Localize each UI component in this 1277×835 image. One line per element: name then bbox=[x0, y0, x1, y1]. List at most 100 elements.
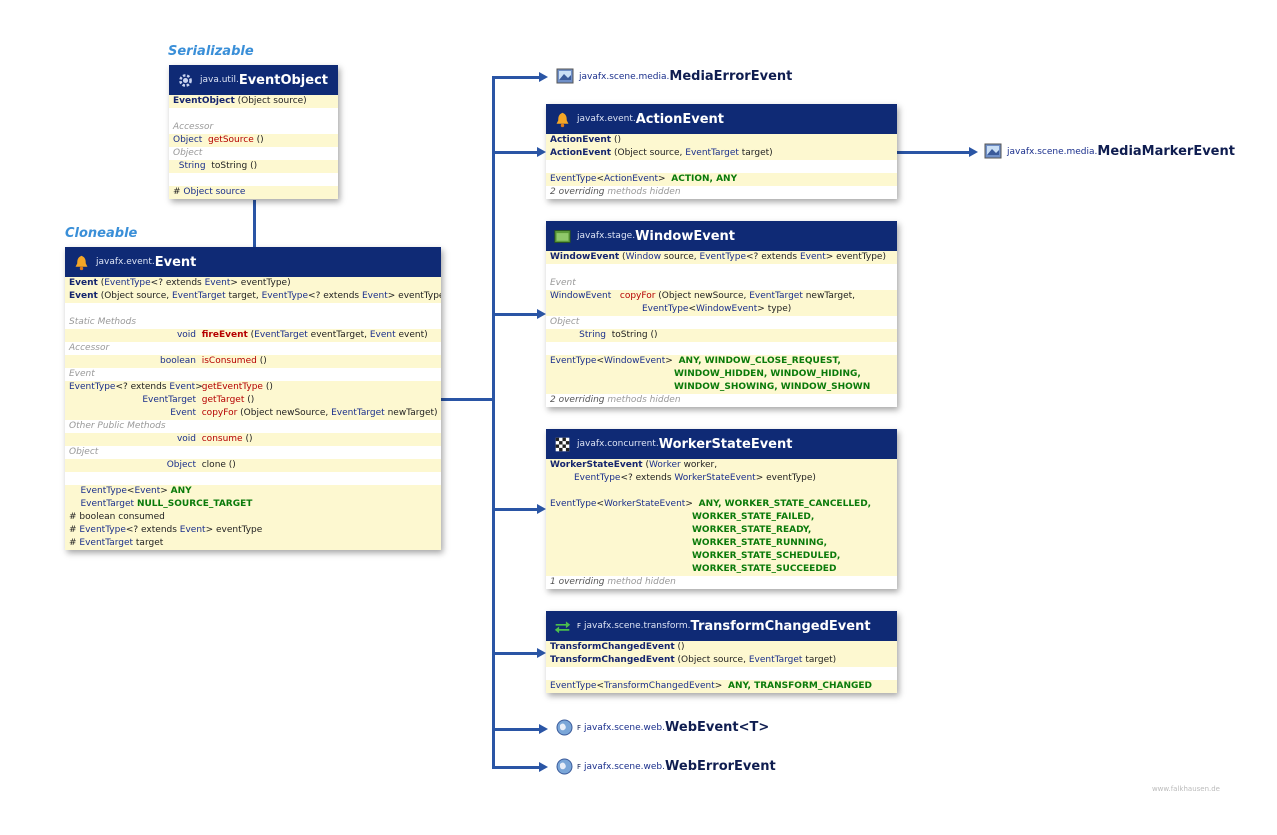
method-row: Object clone () bbox=[65, 459, 441, 472]
arrow-weberror bbox=[539, 762, 548, 772]
window-icon bbox=[554, 229, 571, 243]
section-label: Event bbox=[69, 369, 95, 379]
connector-branch-webevent bbox=[492, 728, 539, 731]
package-name: javafx.concurrent. bbox=[577, 439, 659, 449]
method-row: EventType<? extends Event> getEventType … bbox=[65, 381, 441, 394]
method-row: WindowEvent copyFor (Object newSource, E… bbox=[546, 290, 897, 303]
field-row: # boolean consumed bbox=[65, 511, 441, 524]
method-row: void fireEvent (EventTarget eventTarget,… bbox=[65, 329, 441, 342]
package-name: javafx.stage. bbox=[577, 231, 636, 241]
hidden-note: 1 overriding method hidden bbox=[550, 577, 676, 587]
class-card-windowevent[interactable]: javafx.stage.WindowEvent WindowEvent (Wi… bbox=[546, 221, 897, 407]
section-label: Object bbox=[173, 148, 203, 158]
constructor-row: ActionEvent () bbox=[546, 134, 897, 147]
method-row: Event copyFor (Object newSource, EventTa… bbox=[65, 407, 441, 420]
class-card-actionevent[interactable]: javafx.event.ActionEvent ActionEvent () … bbox=[546, 104, 897, 199]
section-label: Static Methods bbox=[69, 317, 137, 327]
field-row-continued: WORKER_STATE_SUCCEEDED bbox=[546, 563, 897, 576]
class-leaf-mediaerrorevent[interactable]: javafx.scene.media.MediaErrorEvent bbox=[556, 68, 792, 85]
field-row: EventTarget NULL_SOURCE_TARGET bbox=[65, 498, 441, 511]
constructor-row: Event (EventType<? extends Event> eventT… bbox=[65, 277, 441, 290]
footer-credit: www.falkhausen.de bbox=[1151, 785, 1220, 793]
constructor-row: EventObject (Object source) bbox=[169, 95, 338, 108]
bell-icon bbox=[75, 255, 88, 270]
arrow-action bbox=[537, 147, 546, 157]
field-row-continued: WINDOW_HIDDEN, WINDOW_HIDING, bbox=[546, 368, 897, 381]
field-row: # EventTarget target bbox=[65, 537, 441, 550]
arrow-webevent bbox=[539, 724, 548, 734]
package-name: java.util. bbox=[200, 75, 239, 85]
constructor-row: TransformChangedEvent () bbox=[546, 641, 897, 654]
method-row: boolean isConsumed () bbox=[65, 355, 441, 368]
class-name: ActionEvent bbox=[635, 111, 724, 127]
connector-trunk bbox=[492, 76, 495, 768]
section-label: Object bbox=[550, 317, 580, 327]
field-row-continued: WINDOW_SHOWING, WINDOW_SHOWN bbox=[546, 381, 897, 394]
arrow-window bbox=[537, 309, 546, 319]
class-name: EventObject bbox=[238, 72, 329, 88]
package-name: javafx.event. bbox=[577, 114, 636, 124]
class-header: javafx.event.ActionEvent bbox=[546, 104, 897, 134]
connector-event-trunk bbox=[441, 398, 494, 401]
class-card-eventobject[interactable]: java.util.EventObject EventObject (Objec… bbox=[169, 65, 338, 199]
class-leaf-mediamarkerevent[interactable]: javafx.scene.media.MediaMarkerEvent bbox=[984, 143, 1235, 160]
class-name: WorkerStateEvent bbox=[658, 436, 793, 452]
arrow-transform bbox=[537, 648, 546, 658]
swap-arrows-icon bbox=[554, 620, 571, 633]
method-row: EventTarget getTarget () bbox=[65, 394, 441, 407]
field-row-continued: WORKER_STATE_SCHEDULED, bbox=[546, 550, 897, 563]
field-row: # Object source bbox=[169, 186, 338, 199]
method-row-continued: EventType<WindowEvent> type) bbox=[546, 303, 897, 316]
connector-branch-window bbox=[492, 313, 537, 316]
hidden-note: 2 overriding methods hidden bbox=[550, 187, 681, 197]
field-row-continued: WORKER_STATE_RUNNING, bbox=[546, 537, 897, 550]
class-header: javafx.stage.WindowEvent bbox=[546, 221, 897, 251]
constructor-row: WorkerStateEvent (Worker worker, bbox=[546, 459, 897, 472]
class-header: javafx.event.Event bbox=[65, 247, 441, 277]
section-label: Other Public Methods bbox=[69, 421, 166, 431]
checkered-flag-icon bbox=[555, 437, 570, 451]
field-row-continued: WORKER_STATE_READY, bbox=[546, 524, 897, 537]
class-name: TransformChangedEvent bbox=[690, 618, 871, 634]
class-header: javafx.concurrent.WorkerStateEvent bbox=[546, 429, 897, 459]
package-name: javafx.event. bbox=[96, 257, 155, 267]
globe-icon bbox=[556, 719, 573, 736]
section-label: Accessor bbox=[173, 122, 214, 132]
method-row: Object getSource () bbox=[169, 134, 338, 147]
connector-branch-transform bbox=[492, 652, 537, 655]
media-image-icon bbox=[556, 68, 574, 84]
globe-icon bbox=[556, 758, 573, 775]
field-row: EventType<WorkerStateEvent> ANY, WORKER_… bbox=[546, 498, 897, 511]
arrow-mediamarker bbox=[969, 147, 978, 157]
connector-action-mediamarker bbox=[897, 151, 971, 154]
media-image-icon bbox=[984, 143, 1002, 159]
gear-icon bbox=[179, 73, 192, 87]
constructor-row: TransformChangedEvent (Object source, Ev… bbox=[546, 654, 897, 667]
class-name: Event bbox=[154, 254, 197, 270]
class-card-workerstateevent[interactable]: javafx.concurrent.WorkerStateEvent Worke… bbox=[546, 429, 897, 589]
connector-branch-action bbox=[492, 151, 537, 154]
hidden-note: 2 overriding methods hidden bbox=[550, 395, 681, 405]
connector-branch-weberror bbox=[492, 766, 539, 769]
method-row: void consume () bbox=[65, 433, 441, 446]
field-row: EventType<ActionEvent> ACTION, ANY bbox=[546, 173, 897, 186]
field-row: EventType<TransformChangedEvent> ANY, TR… bbox=[546, 680, 897, 693]
section-label: Object bbox=[69, 447, 99, 457]
connector-branch-worker bbox=[492, 508, 537, 511]
interface-cloneable: Cloneable bbox=[65, 226, 138, 241]
class-card-event[interactable]: javafx.event.Event Event (EventType<? ex… bbox=[65, 247, 441, 550]
arrow-mediaerror bbox=[539, 72, 548, 82]
arrow-worker bbox=[537, 504, 546, 514]
method-row: String toString () bbox=[169, 160, 338, 173]
field-row: # EventType<? extends Event> eventType bbox=[65, 524, 441, 537]
interface-serializable: Serializable bbox=[168, 44, 254, 59]
section-label: Accessor bbox=[69, 343, 110, 353]
constructor-row: Event (Object source, EventTarget target… bbox=[65, 290, 441, 303]
bell-icon bbox=[556, 112, 569, 127]
field-row: EventType<WindowEvent> ANY, WINDOW_CLOSE… bbox=[546, 355, 897, 368]
class-header: java.util.EventObject bbox=[169, 65, 338, 95]
